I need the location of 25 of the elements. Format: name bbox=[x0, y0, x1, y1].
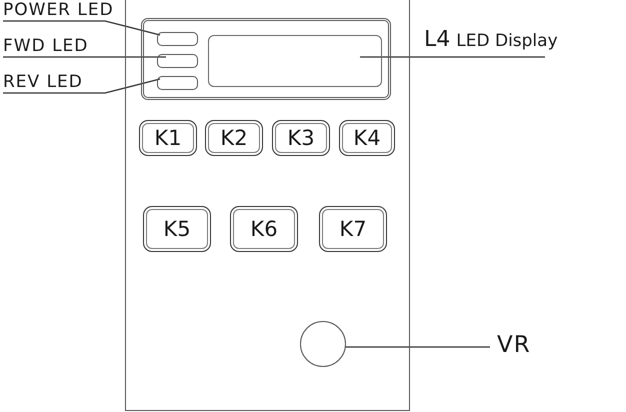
display-bezel bbox=[141, 18, 391, 100]
leader-line bbox=[360, 56, 545, 58]
key-button: K3 bbox=[272, 120, 330, 156]
key-button: K5 bbox=[143, 206, 211, 252]
callout-label: POWER LED bbox=[3, 0, 128, 22]
callout-label: FWD LED bbox=[3, 36, 128, 58]
indicator-led bbox=[157, 76, 198, 90]
control-panel bbox=[125, 0, 410, 411]
leader-line bbox=[3, 56, 166, 58]
leader-line bbox=[3, 78, 160, 94]
key-button: K7 bbox=[319, 206, 387, 252]
leader-line bbox=[345, 346, 490, 348]
key-button: K1 bbox=[139, 120, 197, 156]
key-button: K2 bbox=[205, 120, 263, 156]
callout-number: L4 bbox=[424, 27, 450, 52]
indicator-led bbox=[157, 54, 198, 68]
key-button: K4 bbox=[339, 120, 395, 156]
callout-label: LED Display bbox=[456, 31, 558, 51]
potentiometer-knob bbox=[300, 321, 346, 367]
leader-line bbox=[3, 20, 160, 36]
indicator-led bbox=[157, 32, 198, 46]
display-screen bbox=[208, 35, 382, 87]
callout-label: REV LED bbox=[3, 72, 128, 94]
key-button: K6 bbox=[230, 206, 298, 252]
callout-label: VR bbox=[497, 330, 537, 360]
